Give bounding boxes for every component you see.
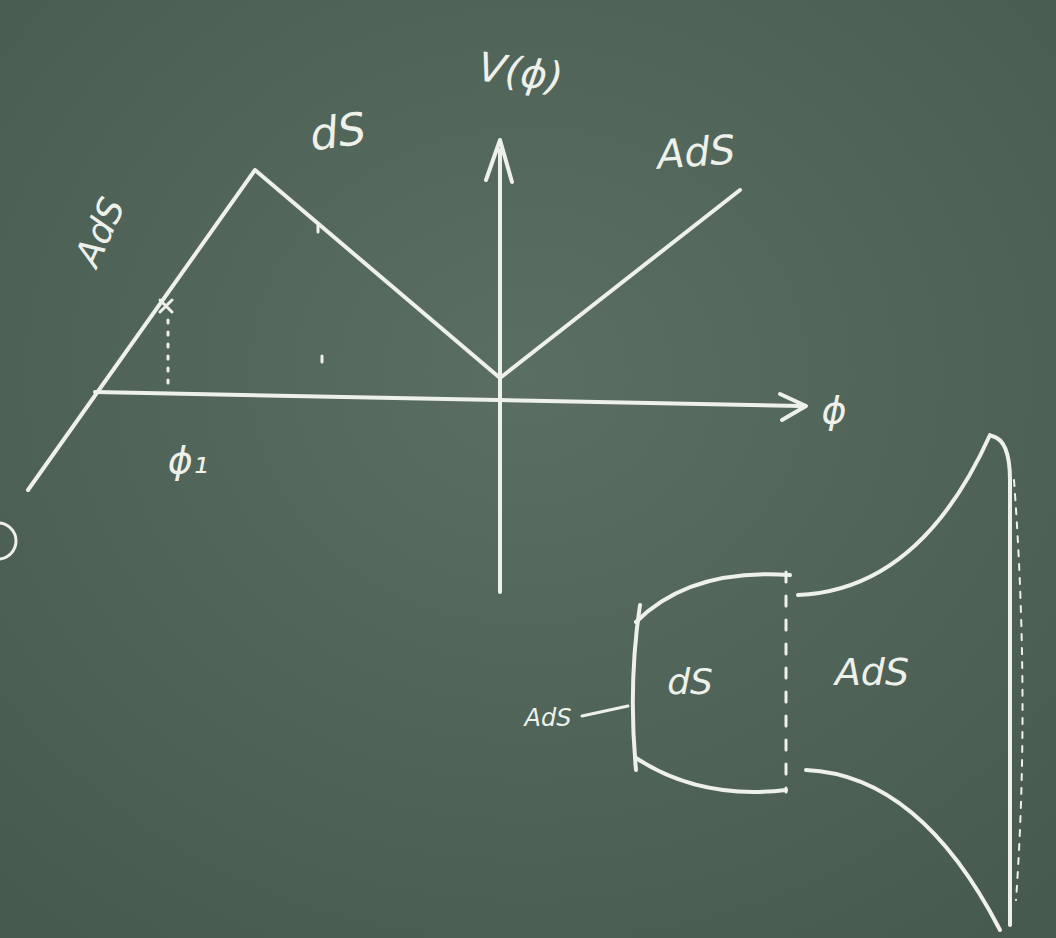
point-label: ϕ₁ — [168, 441, 208, 479]
region-label: AdS — [656, 129, 737, 174]
phi-axis-arrow — [780, 394, 806, 420]
chalk-dots — [318, 225, 322, 362]
region-label: AdS — [525, 706, 572, 730]
axis-label: ϕ — [821, 391, 846, 429]
dotted-drop — [167, 320, 170, 390]
phi-axis — [95, 392, 800, 406]
region-label: dS — [667, 664, 713, 700]
bubble-wall — [633, 605, 640, 770]
region-label: dS — [307, 106, 368, 157]
cut-symbol — [0, 523, 16, 559]
bubble-bottom — [636, 758, 786, 792]
axis-label: V(ϕ) — [475, 46, 565, 97]
leader-line — [582, 706, 628, 716]
trumpet-top — [798, 435, 990, 595]
region-label: AdS — [835, 653, 909, 691]
tick-mark — [160, 300, 172, 312]
v-axis-arrow — [486, 140, 512, 182]
trumpet-rim — [1014, 480, 1023, 900]
bubble-top — [636, 574, 790, 622]
v-axis — [498, 150, 502, 592]
potential-curve — [28, 170, 740, 490]
bubble-divider — [785, 572, 788, 792]
trumpet-bottom — [806, 770, 1000, 930]
trumpet-mouth — [992, 436, 1010, 925]
